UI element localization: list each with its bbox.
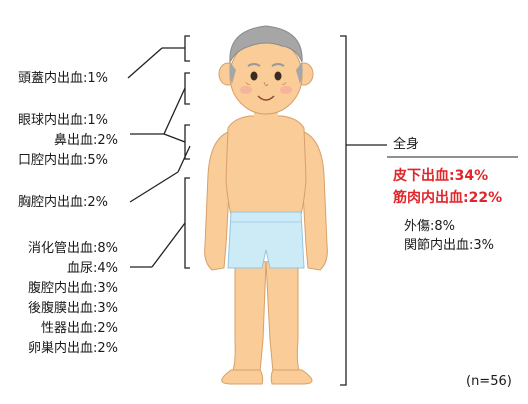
label-intraocular: 眼球内出血:1% xyxy=(18,113,109,128)
shorts xyxy=(227,211,305,269)
label-subcutaneous: 皮下出血:34% xyxy=(393,168,489,184)
label-intramuscular: 筋肉内出血:22% xyxy=(393,190,503,206)
label-oral: 口腔内出血:5% xyxy=(18,153,109,168)
label-intra-articular: 関節内出血:3% xyxy=(404,238,495,253)
label-ovarian: 卵巣内出血:2% xyxy=(27,341,118,356)
label-intracranial: 頭蓋内出血:1% xyxy=(18,71,109,86)
label-thoracic: 胸腔内出血:2% xyxy=(18,195,109,210)
label-intraperitoneal: 腹腔内出血:3% xyxy=(27,281,118,296)
label-genital: 性器出血:2% xyxy=(40,321,118,336)
whole-body-heading: 全身 xyxy=(393,137,420,152)
label-nosebleed: 鼻出血:2% xyxy=(53,133,118,148)
label-retroperitoneal: 後腹膜出血:3% xyxy=(27,301,118,316)
sample-size: (n=56) xyxy=(466,374,512,389)
label-hematuria: 血尿:4% xyxy=(66,261,118,276)
label-gi: 消化管出血:8% xyxy=(27,241,118,256)
label-trauma: 外傷:8% xyxy=(404,219,456,234)
